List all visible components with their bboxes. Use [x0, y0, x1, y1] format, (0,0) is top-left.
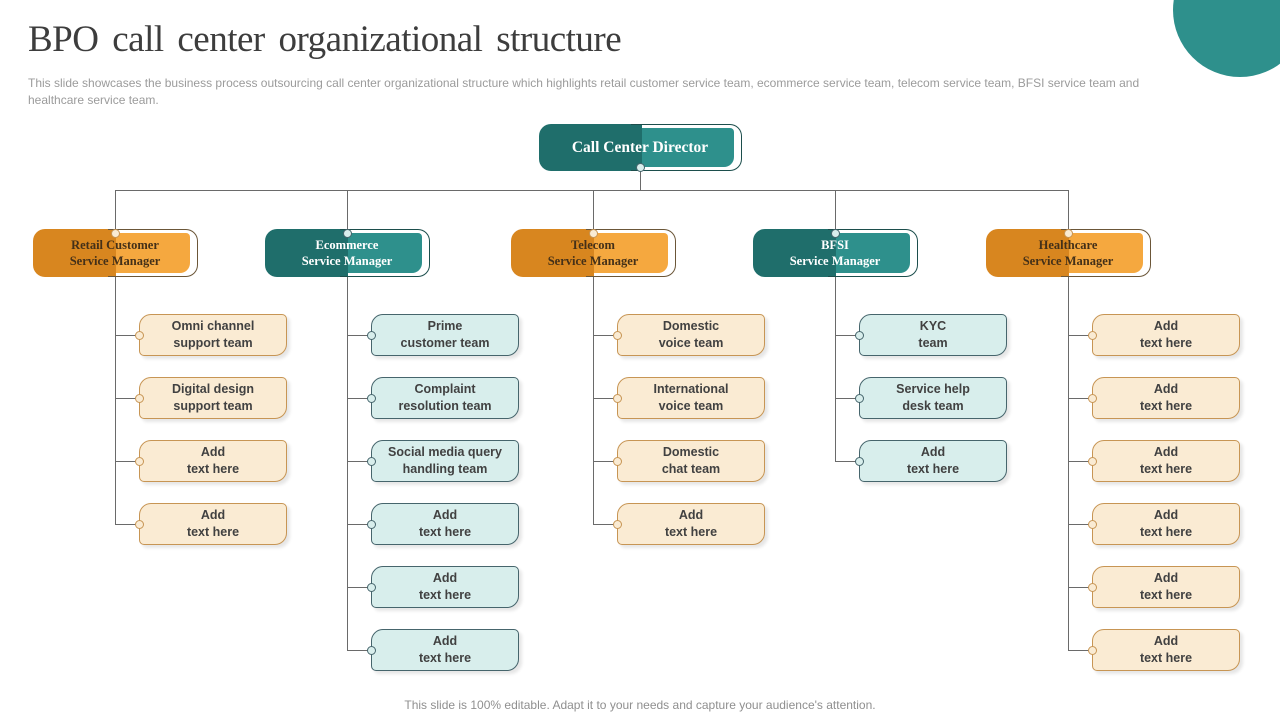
connector-dot — [134, 456, 144, 466]
connector-hline — [593, 334, 617, 336]
connector-hline — [593, 523, 617, 525]
connector-hline — [115, 460, 139, 462]
connector-vline — [834, 273, 836, 461]
child-node-add-text-here-2-5: Add text here — [371, 566, 519, 608]
child-node-add-text-here-5-1: Add text here — [1092, 314, 1240, 356]
connector-dot — [854, 393, 864, 403]
child-node-add-text-here-4-3: Add text here — [859, 440, 1007, 482]
connector-hline — [347, 523, 371, 525]
connector-dot — [830, 228, 840, 238]
connector-dot — [612, 519, 622, 529]
child-node-prime-customer-team-2-1: Prime customer team — [371, 314, 519, 356]
manager-node-healthcare-service-manager: Healthcare Service Manager — [986, 229, 1151, 277]
connector-dot — [612, 456, 622, 466]
connector-dot — [1087, 582, 1097, 592]
connector-hline — [115, 523, 139, 525]
connector-vline — [1067, 273, 1069, 650]
connector-dot — [134, 393, 144, 403]
connector-vline — [1067, 190, 1069, 233]
connector-vline — [346, 190, 348, 233]
slide-title: BPO call center organizational structure — [28, 19, 622, 60]
child-node-add-text-here-5-3: Add text here — [1092, 440, 1240, 482]
child-node-add-text-here-1-3: Add text here — [139, 440, 287, 482]
connector-hline — [593, 460, 617, 462]
child-node-add-text-here-5-2: Add text here — [1092, 377, 1240, 419]
connector-dot — [1087, 456, 1097, 466]
connector-hline — [1068, 334, 1092, 336]
child-node-add-text-here-5-4: Add text here — [1092, 503, 1240, 545]
connector-hline — [593, 397, 617, 399]
connector-vline — [834, 190, 836, 233]
connector-hline — [347, 334, 371, 336]
child-node-complaint-resolution-team-2-2: Complaint resolution team — [371, 377, 519, 419]
connector-dot — [612, 393, 622, 403]
connector-dot — [588, 228, 598, 238]
connector-hline — [115, 334, 139, 336]
footer-note: This slide is 100% editable. Adapt it to… — [404, 698, 876, 712]
manager-node-telecom-service-manager: Telecom Service Manager — [511, 229, 676, 277]
manager-node-ecommerce-service-manager: Ecommerce Service Manager — [265, 229, 430, 277]
connector-dot — [1087, 645, 1097, 655]
connector-vline — [592, 273, 594, 524]
connector-hline — [347, 586, 371, 588]
child-node-add-text-here-5-6: Add text here — [1092, 629, 1240, 671]
connector-dot — [342, 228, 352, 238]
connector-dot — [366, 519, 376, 529]
child-node-service-help-desk-team-4-2: Service help desk team — [859, 377, 1007, 419]
connector-dot — [134, 519, 144, 529]
child-node-omni-channel-support-team-1-1: Omni channel support team — [139, 314, 287, 356]
connector-dot — [612, 330, 622, 340]
child-node-domestic-chat-team-3-3: Domestic chat team — [617, 440, 765, 482]
connector-hline — [347, 649, 371, 651]
child-node-add-text-here-3-4: Add text here — [617, 503, 765, 545]
child-node-international-voice-team-3-2: International voice team — [617, 377, 765, 419]
connector-vline — [639, 167, 641, 190]
connector-vline — [592, 190, 594, 233]
child-node-social-media-query-handling-team-2-3: Social media query handling team — [371, 440, 519, 482]
connector-dot — [1063, 228, 1073, 238]
connector-dot — [134, 330, 144, 340]
connector-dot — [366, 582, 376, 592]
connector-dot — [366, 330, 376, 340]
child-node-kyc-team-4-1: KYC team — [859, 314, 1007, 356]
connector-dot — [110, 228, 120, 238]
slide-description: This slide showcases the business proces… — [28, 76, 1140, 108]
connector-dot — [1087, 330, 1097, 340]
manager-node-bfsi-service-manager: BFSI Service Manager — [753, 229, 918, 277]
child-node-add-text-here-2-4: Add text here — [371, 503, 519, 545]
connector-hline — [115, 397, 139, 399]
connector-hline — [835, 397, 859, 399]
connector-dot — [1087, 519, 1097, 529]
manager-node-retail-customer-service-manager: Retail Customer Service Manager — [33, 229, 198, 277]
connector-hline — [1068, 397, 1092, 399]
connector-dot — [854, 456, 864, 466]
connector-hline — [115, 189, 1068, 191]
director-node-call-center-director: Call Center Director — [539, 124, 742, 171]
child-node-add-text-here-1-4: Add text here — [139, 503, 287, 545]
connector-dot — [366, 393, 376, 403]
connector-vline — [114, 273, 116, 524]
connector-hline — [1068, 586, 1092, 588]
connector-hline — [1068, 523, 1092, 525]
connector-hline — [835, 334, 859, 336]
connector-dot — [366, 645, 376, 655]
connector-vline — [114, 190, 116, 233]
connector-dot — [854, 330, 864, 340]
connector-hline — [1068, 649, 1092, 651]
child-node-add-text-here-2-6: Add text here — [371, 629, 519, 671]
child-node-add-text-here-5-5: Add text here — [1092, 566, 1240, 608]
connector-dot — [635, 162, 645, 172]
child-node-digital-design-support-team-1-2: Digital design support team — [139, 377, 287, 419]
connector-hline — [835, 460, 859, 462]
connector-hline — [347, 397, 371, 399]
child-node-domestic-voice-team-3-1: Domestic voice team — [617, 314, 765, 356]
connector-hline — [1068, 460, 1092, 462]
connector-dot — [366, 456, 376, 466]
connector-dot — [1087, 393, 1097, 403]
connector-hline — [347, 460, 371, 462]
connector-vline — [346, 273, 348, 650]
